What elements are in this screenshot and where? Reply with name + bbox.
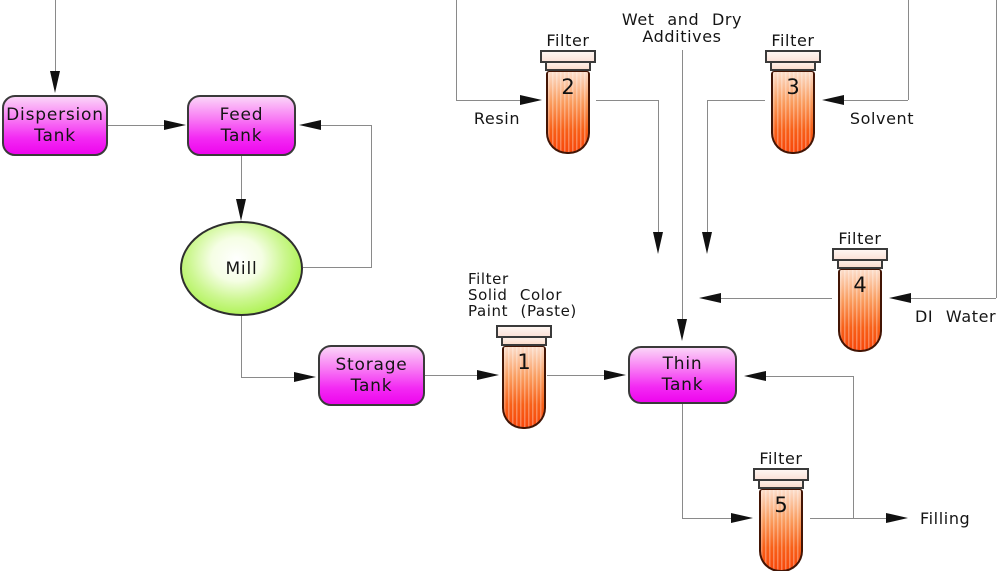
filter-3-number: 3 (786, 75, 800, 99)
feed-tank-label-line2: Tank (220, 125, 263, 146)
line-filter5-to-filling (810, 518, 886, 519)
arrow-into-storage (294, 372, 316, 382)
line-filter2-out-v (658, 100, 659, 232)
arrow-resin-into-filter2 (520, 95, 542, 105)
filter-4: 4 (832, 248, 888, 352)
line-feed-to-mill (241, 156, 242, 199)
line-additives-v (682, 50, 683, 319)
line-mill-to-storage-h (241, 377, 294, 378)
filter-1-number: 1 (517, 350, 531, 374)
arrow-filter2-down (653, 232, 663, 254)
line-thin-to-filter5-v (682, 404, 683, 518)
filter-3-cap-icon (765, 50, 821, 63)
node-thin-tank: Thin Tank (628, 346, 737, 404)
filling-label: Filling (920, 509, 971, 528)
line-mill-recycle-h1 (303, 267, 371, 268)
line-thin-to-filter5-h (682, 518, 731, 519)
di-water-label: DI Water (915, 307, 997, 326)
filter-1-caption-line2: Solid Color (468, 286, 563, 304)
line-inlet-dispersion (55, 0, 56, 72)
resin-label: Resin (473, 109, 521, 128)
filter-1-caption-line1: Filter (468, 270, 509, 288)
thin-tank-label-line2: Tank (661, 375, 704, 395)
filter-3: 3 (765, 50, 821, 154)
filter-3-body-icon: 3 (771, 71, 815, 154)
filter-2-number: 2 (561, 75, 575, 99)
arrow-recycle-into-thin (744, 371, 766, 381)
feed-tank-label-line1: Feed (219, 104, 264, 125)
dispersion-tank-label-line1: Dispersion (6, 104, 104, 125)
filter-4-caption: Filter (838, 229, 882, 248)
filter-2-caption: Filter (546, 31, 590, 50)
arrow-filter4-left (699, 293, 721, 303)
filter-4-neck-icon (837, 261, 883, 269)
line-solvent-h (844, 100, 908, 101)
filter-2-cap-icon (540, 50, 596, 63)
line-storage-to-filter1 (425, 375, 477, 376)
arrow-solvent-into-filter3 (822, 95, 844, 105)
arrow-into-filter5 (731, 513, 753, 523)
wet-dry-additives-label: Wet and Dry Additives (602, 11, 762, 45)
filter-2-neck-icon (545, 63, 591, 71)
filter-2: 2 (540, 50, 596, 154)
filter-1-body-icon: 1 (502, 346, 546, 429)
arrow-diwater-into-filter4 (889, 293, 911, 303)
arrow-into-filter1 (477, 370, 499, 380)
node-storage-tank: Storage Tank (318, 345, 425, 406)
line-mill-recycle-h2 (321, 125, 371, 126)
line-filter4-out (721, 298, 832, 299)
line-filter3-out-h (707, 100, 765, 101)
line-resin-v (456, 0, 457, 100)
filter-4-cap-icon (832, 248, 888, 261)
storage-tank-label-line2: Tank (350, 375, 393, 396)
arrow-into-thin-left (604, 370, 626, 380)
node-feed-tank: Feed Tank (187, 95, 296, 156)
line-filter5-recycle-h (766, 376, 853, 377)
line-mill-to-storage-v (241, 316, 242, 377)
line-filter5-recycle-v (853, 376, 854, 518)
storage-tank-label-line1: Storage (335, 354, 408, 375)
arrow-to-filling (886, 513, 908, 523)
arrow-recycle-into-feed (299, 120, 321, 130)
filter-1-caption-line3: Paint (Paste) (468, 302, 577, 320)
filter-1-caption-block: Filter Solid Color Paint (Paste) (468, 271, 577, 319)
wet-dry-line1: Wet and Dry (621, 10, 743, 29)
arrow-additives-into-thin (677, 319, 687, 341)
filter-5-body-icon: 5 (759, 489, 803, 571)
arrow-filter3-down (702, 232, 712, 254)
filter-3-caption: Filter (771, 31, 815, 50)
node-mill: Mill (180, 221, 303, 316)
line-mill-recycle-v (371, 125, 372, 268)
line-filter3-out-v (707, 100, 708, 232)
arrow-into-feed (164, 120, 186, 130)
filter-5-number: 5 (774, 493, 788, 517)
filter-5-caption: Filter (759, 449, 803, 468)
line-filter2-out-h (596, 100, 658, 101)
line-diwater-h (911, 298, 996, 299)
filter-5-neck-icon (758, 481, 804, 489)
arrow-into-mill (236, 199, 246, 221)
filter-4-body-icon: 4 (838, 269, 882, 352)
dispersion-tank-label-line2: Tank (34, 125, 76, 146)
filter-5: 5 (753, 468, 809, 571)
filter-5-cap-icon (753, 468, 809, 481)
wet-dry-line2: Additives (642, 27, 722, 46)
mill-label: Mill (225, 258, 258, 279)
line-resin-h (456, 100, 520, 101)
filter-2-body-icon: 2 (546, 71, 590, 154)
line-diwater-v (996, 0, 997, 298)
node-dispersion-tank: Dispersion Tank (2, 95, 108, 156)
line-dispersion-to-feed (108, 125, 164, 126)
filter-1-cap-icon (496, 325, 552, 338)
arrow-into-dispersion (50, 71, 60, 93)
filter-1-neck-icon (501, 338, 547, 346)
line-solvent-v (908, 0, 909, 100)
filter-1: 1 (496, 325, 552, 429)
line-filter1-to-thin (547, 375, 604, 376)
filter-4-number: 4 (853, 273, 867, 297)
solvent-label: Solvent (849, 109, 915, 128)
filter-3-neck-icon (770, 63, 816, 71)
thin-tank-label-line1: Thin (662, 354, 703, 374)
